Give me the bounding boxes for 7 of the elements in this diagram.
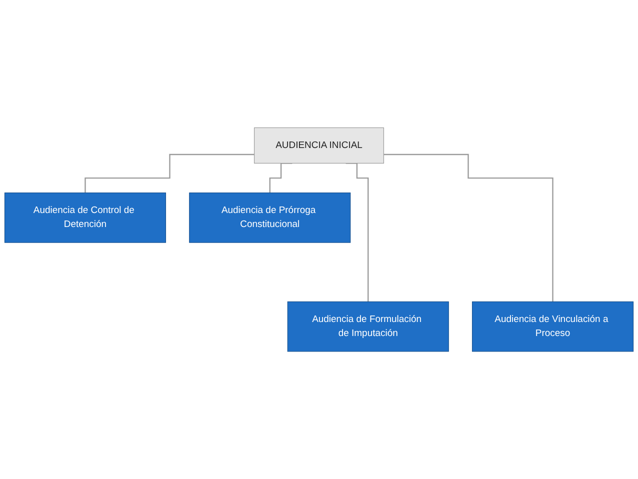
node-box: Audiencia de Formulación de Imputación [287,301,449,352]
node-box: Audiencia de Control de Detención [4,192,166,243]
node-box: Audiencia de Prórroga Constitucional [189,192,351,243]
node-box: Audiencia de Vinculación a Proceso [472,301,634,352]
node-box: AUDIENCIA INICIAL [254,127,384,164]
connector [84,154,254,194]
connector [384,154,554,302]
